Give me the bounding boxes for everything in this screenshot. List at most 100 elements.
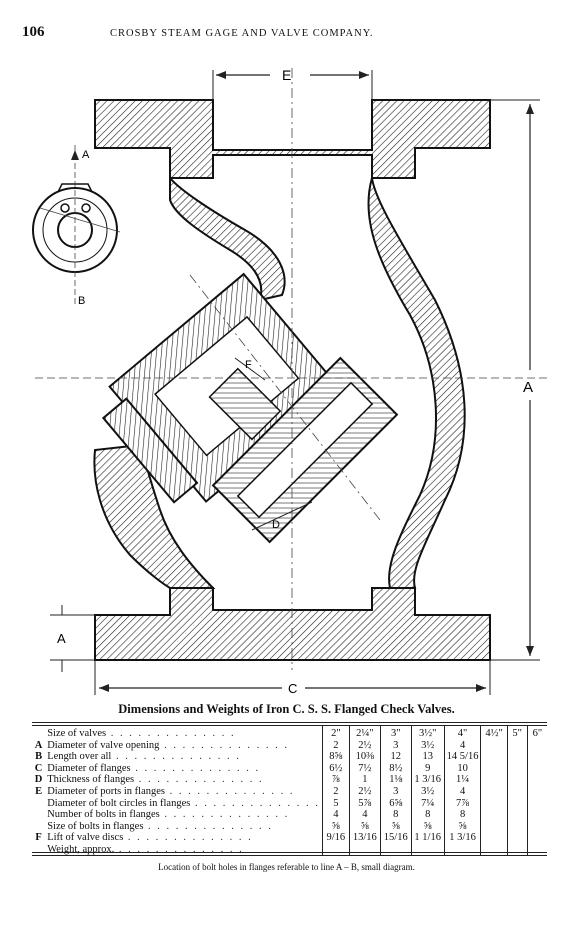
cell-value: [506, 751, 528, 763]
cell-value: 8: [443, 809, 481, 821]
cell-value: 8⅝: [321, 751, 350, 763]
cell-value: 3½: [410, 785, 445, 798]
cell-value: [480, 797, 508, 810]
row-description-text: Lift of valve discs: [47, 832, 124, 844]
row-key: C: [34, 762, 43, 774]
cell-value: 4: [443, 739, 481, 752]
cell-value: [526, 785, 547, 798]
cell-value: 14 5/16: [443, 751, 481, 763]
cell-value: 3: [379, 739, 412, 752]
cell-value: 15/16: [379, 832, 412, 844]
table-row: Diameter of bolt circles in flanges . . …: [32, 797, 547, 810]
cell-value: ⅝: [379, 820, 412, 833]
cell-value: 3": [379, 726, 412, 740]
cell-value: 2¼": [348, 726, 381, 740]
row-description-text: Size of bolts in flanges: [47, 820, 144, 832]
row-key: [32, 821, 45, 833]
cell-value: [480, 832, 508, 844]
label-a-left: A: [57, 631, 66, 646]
cell-value: 7⅞: [443, 797, 481, 810]
cell-value: 2: [321, 739, 350, 752]
cell-value: 1: [348, 774, 381, 786]
cell-value: 9/16: [321, 832, 350, 844]
label-f: F: [245, 359, 252, 371]
label-c: C: [288, 681, 297, 696]
table-row: Number of bolts in flanges . . . . . . .…: [32, 809, 547, 821]
row-key: [32, 726, 45, 740]
bolt-location-diagram: A B: [32, 145, 121, 307]
row-description: Thickness of flanges . . . . . . . . . .…: [47, 774, 264, 786]
cell-value: 2: [321, 785, 350, 798]
table-rule-bottom: [32, 852, 547, 856]
specifications-table: Size of valves . . . . . . . . . . . . .…: [32, 726, 547, 856]
cell-value: [480, 809, 508, 821]
label-e: E: [282, 67, 291, 83]
running-head: CROSBY STEAM GAGE AND VALVE COMPANY.: [110, 28, 374, 39]
cell-value: [379, 843, 412, 856]
cell-value: [410, 843, 445, 856]
row-key: B: [35, 751, 43, 763]
cell-value: 6⅝: [379, 797, 412, 810]
cell-value: [526, 751, 547, 763]
cell-value: ⅝: [348, 820, 381, 833]
footnote: Location of bolt holes in flanges refera…: [158, 862, 415, 872]
row-key: D: [34, 774, 43, 786]
cell-value: [506, 774, 528, 786]
cell-value: 1⅛: [379, 774, 412, 786]
label-small-a: A: [82, 149, 90, 161]
row-key: A: [34, 739, 43, 751]
cell-value: 6": [526, 726, 547, 740]
cell-value: 3½": [410, 726, 445, 740]
cell-value: ⅝: [410, 820, 445, 833]
cell-value: 4: [321, 809, 350, 821]
table-row: D Thickness of flanges . . . . . . . . . …: [32, 774, 547, 786]
row-description-text: Length over all: [47, 751, 112, 763]
cell-value: [506, 785, 528, 798]
cell-value: [480, 785, 508, 798]
cell-value: 9: [410, 762, 445, 775]
row-description: Diameter of valve opening . . . . . . . …: [47, 739, 289, 751]
row-key: E: [35, 785, 43, 797]
cell-value: [480, 820, 508, 833]
cell-value: 7¼: [410, 797, 445, 810]
cell-value: ⅝: [443, 820, 481, 833]
cell-value: [526, 820, 547, 833]
cell-value: [506, 739, 528, 752]
row-description: Weight, approx. . . . . . . . . . . . . …: [47, 843, 244, 855]
cell-value: 1 1/16: [410, 832, 445, 844]
table-row: E Diameter of ports in flanges . . . . . …: [32, 785, 547, 798]
cell-value: 10: [443, 762, 481, 775]
cell-value: [506, 820, 528, 833]
cell-value: [321, 843, 350, 856]
cell-value: 4: [443, 785, 481, 798]
cell-value: 1 3/16: [410, 774, 445, 786]
row-description-text: Thickness of flanges: [47, 774, 135, 786]
cell-value: [526, 832, 547, 844]
row-description: Diameter of flanges . . . . . . . . . . …: [47, 762, 261, 774]
cell-value: 8: [379, 809, 412, 821]
row-description-text: Diameter of ports in flanges: [47, 785, 165, 797]
table-row: C Diameter of flanges . . . . . . . . . .…: [32, 762, 547, 775]
row-key: [32, 798, 45, 810]
row-description-text: Size of valves: [47, 728, 107, 739]
cell-value: 8½: [379, 762, 412, 775]
table-row: A Diameter of valve opening . . . . . . .…: [32, 739, 547, 752]
cell-value: ⅝: [321, 820, 350, 833]
cell-value: 2½: [348, 739, 381, 752]
cell-value: 13: [410, 751, 445, 763]
cell-value: 4: [348, 809, 381, 821]
cell-value: [506, 797, 528, 810]
valve-cross-section-figure: E A A C F D: [32, 67, 550, 696]
cell-value: 13/16: [348, 832, 381, 844]
row-description: Diameter of ports in flanges . . . . . .…: [47, 785, 295, 797]
cell-value: [443, 843, 481, 856]
cell-value: 4": [443, 726, 481, 740]
cell-value: 10⅜: [348, 751, 381, 763]
cell-value: 2": [321, 726, 350, 740]
cell-value: [480, 739, 508, 752]
row-description-text: Diameter of flanges: [47, 762, 131, 774]
cell-value: [526, 797, 547, 810]
cell-value: [526, 843, 547, 856]
cell-value: 5⅞: [348, 797, 381, 810]
row-description: Lift of valve discs . . . . . . . . . . …: [47, 832, 253, 844]
